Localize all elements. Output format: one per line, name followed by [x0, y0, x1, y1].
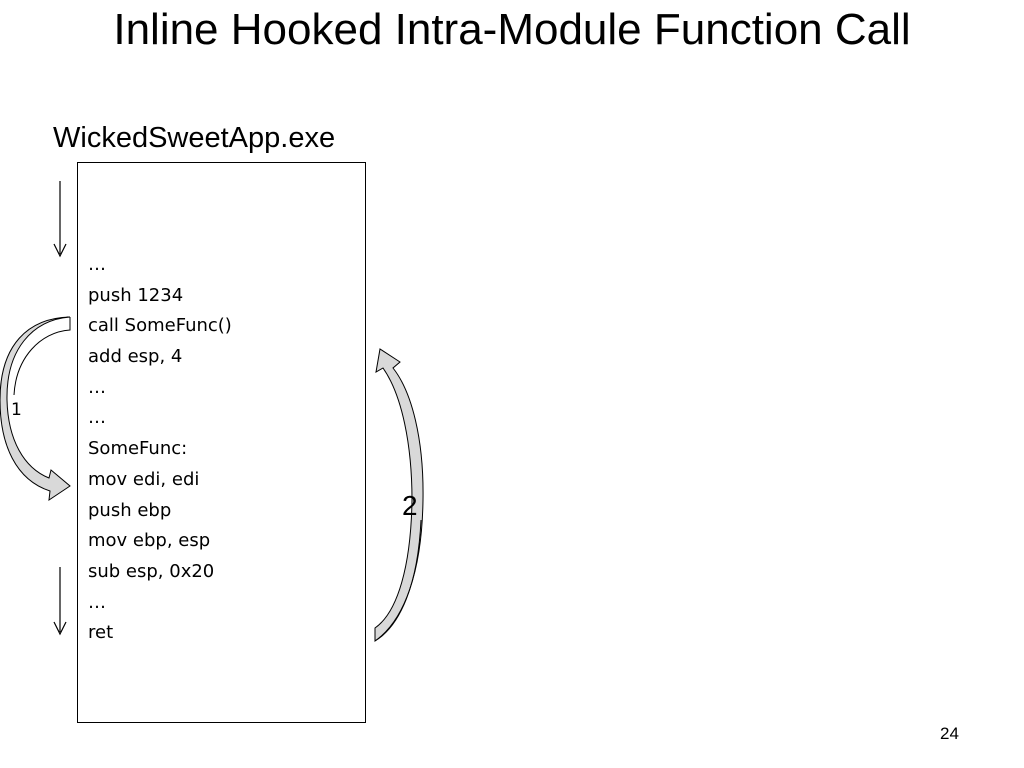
code-line: sub esp, 0x20: [88, 560, 215, 582]
code-line: …: [88, 376, 106, 398]
step-1-label: 1: [11, 400, 22, 420]
execution-flow-arrow-top: [53, 181, 67, 258]
code-line: ret: [88, 622, 114, 644]
code-line: call SomeFunc(): [88, 315, 232, 337]
return-curved-arrow: [374, 348, 424, 642]
code-line: SomeFunc:: [88, 438, 188, 460]
assembly-code-listing: … push 1234 call SomeFunc() add esp, 4 ……: [88, 250, 232, 649]
code-line: add esp, 4: [88, 346, 183, 368]
module-name-label: WickedSweetApp.exe: [53, 122, 336, 154]
execution-flow-arrow-bottom: [53, 567, 67, 636]
code-line: mov ebp, esp: [88, 530, 211, 552]
call-curved-arrow: [0, 316, 71, 502]
code-line: push ebp: [88, 499, 172, 521]
module-memory-box: [77, 162, 366, 723]
code-line: push 1234: [88, 284, 184, 306]
code-line: …: [88, 591, 106, 613]
code-line: …: [88, 254, 106, 275]
code-line: …: [88, 407, 106, 429]
slide-title: Inline Hooked Intra-Module Function Call: [113, 5, 911, 54]
code-line: mov edi, edi: [88, 468, 200, 490]
page-number: 24: [940, 724, 959, 743]
step-2-label: 2: [402, 490, 418, 521]
